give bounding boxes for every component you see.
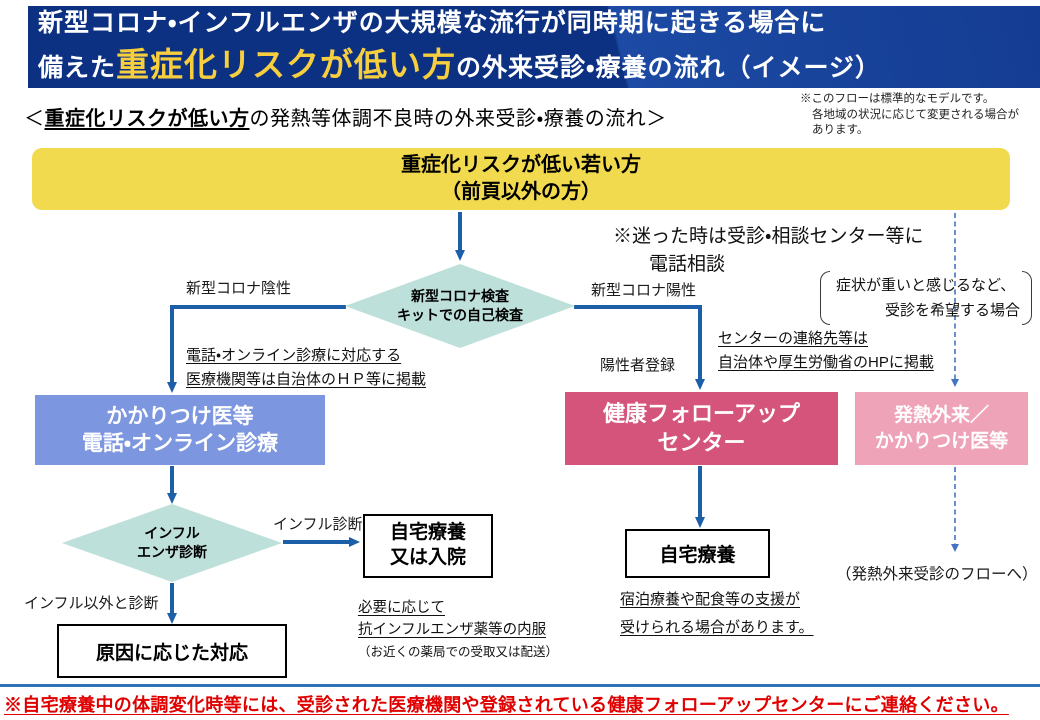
node-fever-clinic-line2: かかりつけ医等 bbox=[874, 430, 1009, 452]
center-contact-line1: センターの連絡先等は bbox=[718, 330, 869, 347]
footer-warning-text: ※自宅療養中の体調変化時等には、受診された医療機関や登録されている健康フォローア… bbox=[4, 695, 1009, 715]
online-care-note: 電話・オンライン診療に対応する 医療機関等は自治体のＨＰ等に掲載 bbox=[186, 344, 426, 392]
node-home-or-hospital-line2: 又は入院 bbox=[389, 547, 466, 568]
home-support-line2: 受けられる場合があります。 bbox=[620, 618, 814, 636]
home-support-note: 宿泊療養や配食等の支援が 受けられる場合があります。 bbox=[620, 586, 814, 642]
center-contact-note: センターの連絡先等は 自治体や厚生労働省のHPに掲載 bbox=[718, 327, 934, 375]
node-fever-clinic: 発熱外来／ かかりつけ医等 bbox=[855, 392, 1028, 465]
header-line2-suffix: の外来受診・療養の流れ（イメージ） bbox=[456, 54, 882, 82]
subtitle-emphasis: 重症化リスクが低い方 bbox=[44, 108, 250, 130]
label-positive-registration: 陽性者登録 bbox=[600, 357, 676, 374]
node-family-doctor-line2: 電話・オンライン診療 bbox=[81, 432, 279, 455]
standard-model-note-line2: 各地域の状況に応じて変更される場合が bbox=[812, 108, 1019, 121]
flu-medicine-line3: （お近くの薬局での受取又は配送） bbox=[358, 644, 559, 659]
flu-medicine-line1: 必要に応じて bbox=[358, 600, 445, 616]
start-node-line1: 重症化リスクが低い若い方 bbox=[401, 154, 641, 176]
flu-medicine-note: 必要に応じて 抗インフルエンザ薬等の内服 （お近くの薬局での受取又は配送） bbox=[358, 598, 558, 663]
decision-covid-self-test: 新型コロナ検査 キットでの自己検査 bbox=[345, 264, 575, 348]
label-not-flu-diagnosed: インフル以外と診断 bbox=[24, 595, 159, 612]
node-followup-line1: 健康フォローアップ bbox=[602, 400, 801, 426]
hesitate-note-line2: 電話相談 bbox=[649, 254, 726, 275]
bracket-line2: 受診を希望する場合 bbox=[884, 301, 1020, 319]
node-fever-clinic-line1: 発熱外来／ bbox=[893, 404, 989, 426]
header-line2-highlight: 重症化リスクが低い方 bbox=[116, 46, 457, 83]
node-home-care-or-hospital: 自宅療養 又は入院 bbox=[363, 514, 493, 578]
bracket-right bbox=[1022, 271, 1032, 325]
node-family-doctor-line1: かかりつけ医等 bbox=[106, 404, 254, 428]
standard-model-note-line1: ※このフローは標準的なモデルです。 bbox=[800, 93, 995, 105]
node-family-doctor-online: かかりつけ医等 電話・オンライン診療 bbox=[35, 395, 325, 465]
node-followup-line2: センター bbox=[657, 429, 746, 455]
section-subtitle: ＜重症化リスクが低い方の発熱等体調不良時の外来受診・療養の流れ＞ bbox=[24, 102, 667, 131]
decision-flu-line1: インフル bbox=[144, 525, 200, 542]
flu-medicine-line2: 抗インフルエンザ薬等の内服 bbox=[358, 621, 547, 638]
footer-divider bbox=[0, 684, 1040, 687]
subtitle-prefix: ＜ bbox=[24, 108, 45, 130]
home-support-line1: 宿泊療養や配食等の支援が bbox=[620, 591, 801, 608]
severe-symptom-bracket-note: 症状が重いと感じるなど、 受診を希望する場合 bbox=[820, 271, 1032, 325]
bracket-left bbox=[820, 271, 830, 325]
start-node-low-risk: 重症化リスクが低い若い方 （前頁以外の方） bbox=[32, 148, 1010, 210]
standard-model-note: ※このフローは標準的なモデルです。 各地域の状況に応じて変更される場合が ありま… bbox=[800, 92, 1038, 139]
decision-covid-line1: 新型コロナ検査 bbox=[411, 288, 509, 305]
decision-influenza-diagnosis: インフル エンザ診断 bbox=[62, 504, 282, 582]
node-home-or-hospital-line1: 自宅療養 bbox=[389, 522, 466, 544]
label-flu-diagnosed: インフル診断 bbox=[273, 516, 363, 533]
center-contact-line2: 自治体や厚生労働省のHPに掲載 bbox=[718, 354, 934, 371]
bracket-line1: 症状が重いと感じるなど、 bbox=[836, 277, 1016, 294]
bracket-text: 症状が重いと感じるなど、 受診を希望する場合 bbox=[830, 271, 1022, 325]
decision-flu-line2: エンザ診断 bbox=[137, 544, 207, 560]
node-health-followup-center: 健康フォローアップ センター bbox=[565, 392, 838, 465]
decision-covid-line2: キットでの自己検査 bbox=[397, 307, 523, 323]
header-title-line1: 新型コロナ・インフルエンザの大規模な流行が同時期に起きる場合に bbox=[38, 9, 827, 37]
header-line2-prefix: 備えた bbox=[38, 54, 117, 82]
hesitate-note-line1: ※迷った時は受診・相談センター等に bbox=[613, 226, 924, 247]
label-covid-positive: 新型コロナ陽性 bbox=[591, 282, 697, 299]
label-to-fever-flow: （発熱外来受診のフローへ） bbox=[836, 566, 1038, 583]
page-header: 新型コロナ・インフルエンザの大規模な流行が同時期に起きる場合に 備えた 重症化リ… bbox=[28, 6, 1040, 88]
node-home-care: 自宅療養 bbox=[625, 529, 770, 578]
standard-model-note-line3: あります。 bbox=[812, 124, 869, 137]
label-covid-negative: 新型コロナ陰性 bbox=[186, 280, 292, 297]
node-cause-based-response: 原因に応じた対応 bbox=[57, 624, 287, 678]
start-node-line2: （前頁以外の方） bbox=[441, 181, 601, 203]
online-care-note-line2: 医療機関等は自治体のＨＰ等に掲載 bbox=[186, 371, 427, 388]
header-title-line2: 備えた 重症化リスクが低い方 の外来受診・療養の流れ（イメージ） bbox=[38, 38, 1040, 86]
online-care-note-line1: 電話・オンライン診療に対応する bbox=[186, 347, 402, 364]
subtitle-suffix: の発熱等体調不良時の外来受診・療養の流れ＞ bbox=[249, 108, 667, 130]
